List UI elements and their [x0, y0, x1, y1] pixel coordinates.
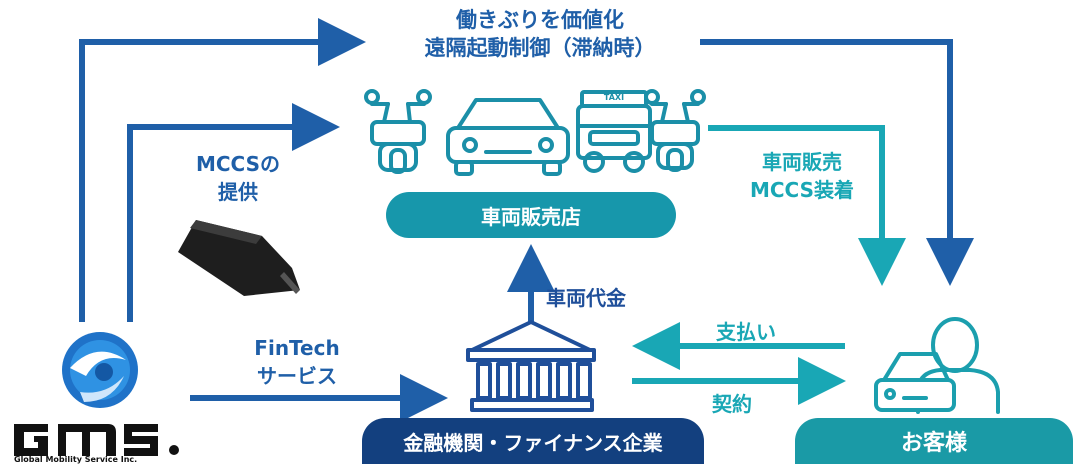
arrow-vehicle-sales [708, 125, 906, 286]
vehicle-sales-label: 車両販売 MCCS装着 [722, 148, 882, 204]
mccs-label-line1: MCCSの [195, 152, 281, 176]
dealer-box: 車両販売店 [386, 192, 676, 238]
top-caption-line1: 働きぶりを価値化 [456, 8, 624, 32]
taxi-sign [597, 95, 631, 104]
customer-box: お客様 [795, 418, 1073, 464]
gms-logo-swirl [62, 332, 138, 408]
arrow-mccs-provision [127, 103, 340, 322]
top-caption: 働きぶりを価値化 遠隔起動制御（滞納時） [370, 6, 710, 62]
sales-label-line1: 車両販売 [762, 150, 842, 174]
taxi-sign-text: TAXI [603, 93, 625, 102]
arrow-remote-control-to-customer [700, 39, 974, 286]
top-caption-line2: 遠隔起動制御（滞納時） [424, 36, 656, 60]
car-icon [446, 98, 570, 176]
mccs-label-line2: 提供 [218, 180, 258, 204]
payment-label: 支払い [716, 320, 776, 344]
fintech-label-line1: FinTech [254, 336, 340, 360]
gms-logo-subtitle: Global Mobility Service Inc. [14, 455, 138, 464]
finance-box: 金融機関・ファイナンス企業 [362, 418, 704, 464]
mccs-device-icon [178, 220, 300, 296]
arrow-gms-to-remote-control [79, 18, 366, 322]
vehicle-payment-label: 車両代金 [546, 286, 626, 310]
gms-wordmark-shapes [14, 424, 179, 456]
scooter-icon [364, 89, 432, 174]
rickshaw-icon [644, 89, 706, 172]
fintech-service-label: FinTech サービス [222, 334, 372, 390]
customer-icon [874, 317, 1000, 414]
contract-label: 契約 [712, 392, 752, 416]
bank-building-icon [466, 320, 596, 412]
sales-label-line2: MCCS装着 [749, 178, 855, 202]
fintech-label-line2: サービス [257, 364, 337, 388]
mccs-provision-label: MCCSの 提供 [168, 150, 308, 206]
